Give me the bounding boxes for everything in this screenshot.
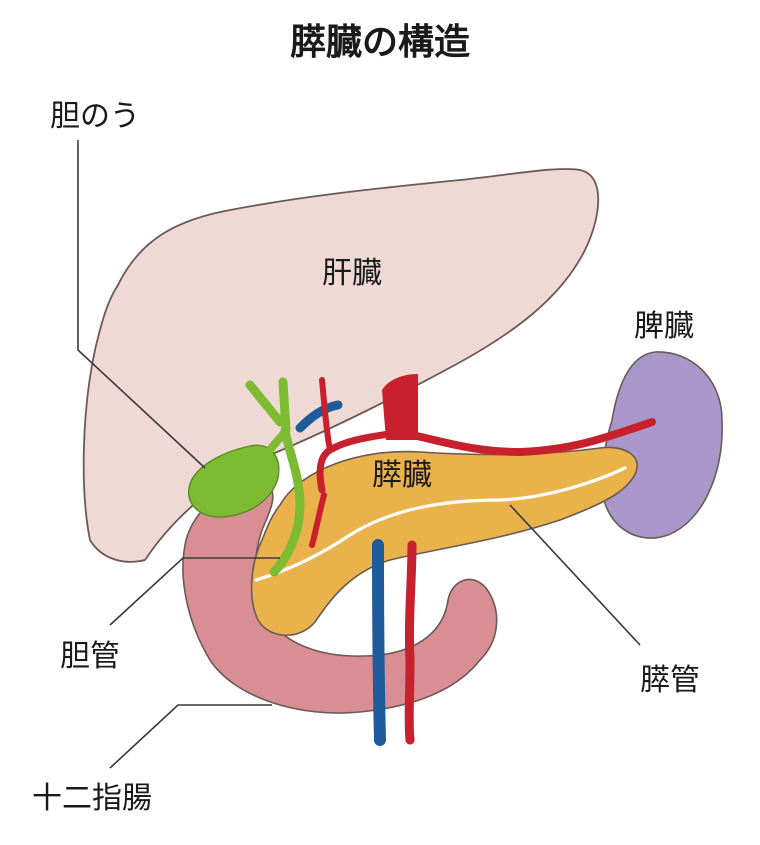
label-liver: 肝臓: [322, 256, 382, 291]
label-pancreatic-duct: 膵管: [640, 663, 700, 698]
pancreas-shape: [250, 446, 638, 636]
diagram-title: 膵臓の構造: [290, 22, 470, 63]
label-bile-duct: 胆管: [60, 639, 120, 674]
leader-duodenum: [109, 704, 272, 769]
leader-bile-duct: [109, 557, 280, 626]
label-pancreas: 膵臓: [372, 458, 432, 493]
pancreatic-duct-line: [254, 466, 627, 582]
label-spleen: 脾臓: [634, 309, 694, 344]
gallbladder-shape: [188, 444, 280, 518]
splenic-artery: [394, 418, 656, 457]
leader-pancreatic-duct: [509, 504, 641, 646]
artery-branch-lower: [309, 492, 327, 548]
spleen-shape: [601, 351, 723, 539]
leader-gallbladder: [77, 140, 206, 469]
label-duodenum: 十二指腸: [32, 781, 152, 816]
common-bile-duct: [269, 425, 305, 577]
bile-junction: [264, 428, 289, 456]
label-gallbladder: 胆のう: [50, 99, 140, 134]
portal-vein-upper: [295, 400, 343, 433]
aorta-upper: [382, 374, 418, 440]
gastroduodenal-artery: [319, 377, 333, 453]
cystic-duct: [245, 380, 285, 427]
mesenteric-artery: [404, 540, 417, 745]
mesenteric-vein: [372, 539, 386, 746]
hepatic-duct: [278, 377, 291, 435]
